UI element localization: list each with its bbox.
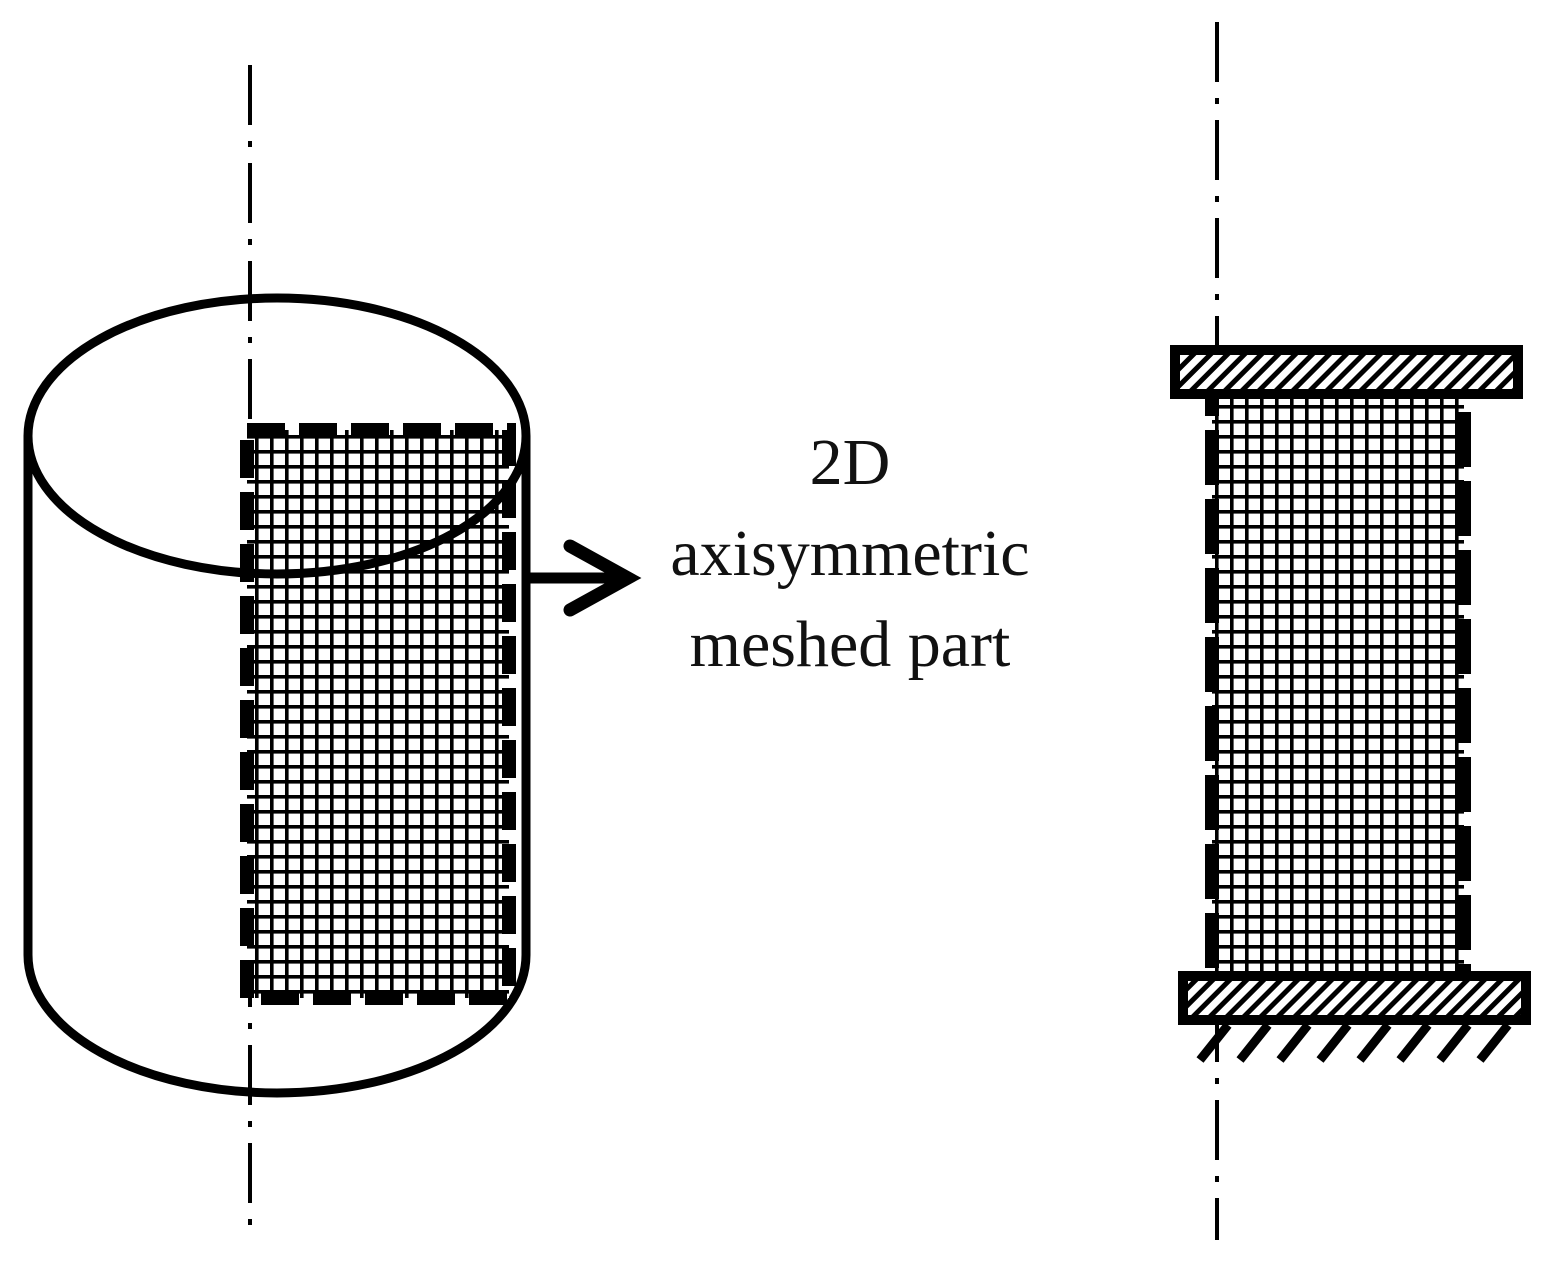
cylinder-3d xyxy=(23,65,531,1235)
label-line-3: meshed part xyxy=(690,608,1011,681)
bottom-plate xyxy=(1178,971,1531,1025)
label-line-2: axisymmetric xyxy=(670,517,1029,590)
label-line-1: 2D xyxy=(810,426,891,499)
top-plate xyxy=(1170,345,1523,399)
model-mesh-section xyxy=(1205,381,1471,985)
cylinder-mesh-section xyxy=(240,423,516,1005)
ground-hatch-icon xyxy=(1196,1022,1512,1063)
axisymmetric-model-2d xyxy=(1170,22,1531,1240)
cylinder-top-ellipse xyxy=(23,293,531,579)
cylinder-body-outline xyxy=(23,436,531,1098)
right-arrow-icon xyxy=(522,539,642,617)
diagram-label: 2D axisymmetric meshed part xyxy=(670,426,1029,681)
